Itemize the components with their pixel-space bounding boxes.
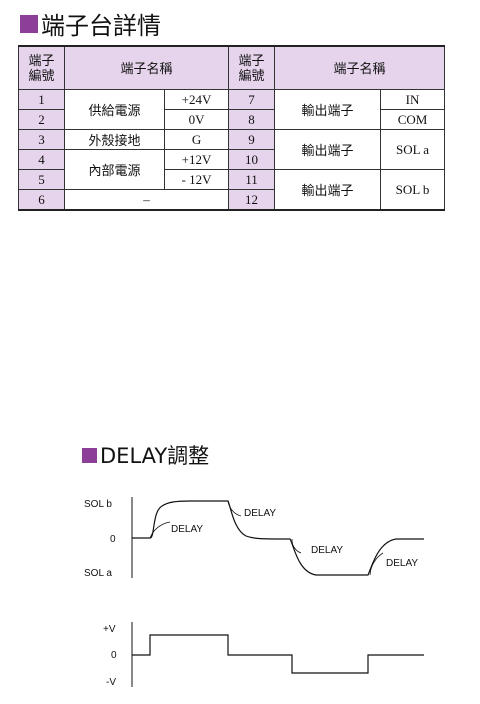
terminal-group: 外殼接地 [64,129,165,150]
delay-arc-marker [369,552,384,576]
header-terminal-name-left: 端子名稱 [63,45,230,90]
delay-arc-marker [227,500,242,517]
axis-label-sol-b: SOL b [84,499,112,510]
terminal-group: 供給電源 [64,89,165,130]
terminal-no: 10 [228,149,276,170]
terminal-group: 輸出端子 [274,129,382,170]
terminal-no: 7 [228,89,276,110]
terminal-no: 2 [18,109,65,130]
delay-label: DELAY [386,558,418,569]
terminal-no: 11 [228,169,276,190]
terminal-value: IN [380,89,446,110]
terminal-value: - 12V [163,169,230,190]
axis-label-zero-lower: 0 [111,650,117,661]
header-terminal-no-right: 端子 編號 [228,45,276,90]
delay-timing-diagram: SOL b 0 SOL a DELAY DELAY DELAY DELAY +V… [84,497,424,688]
terminal-no: 6 [18,189,65,211]
terminal-value: +24V [163,89,230,110]
delay-arc-marker [291,538,302,554]
terminal-value: +12V [163,149,230,170]
section-title-text: DELAY調整 [100,444,210,468]
table-row: 5 - 12V 11 輸出端子 SOL b [18,169,446,211]
header-terminal-name-right: 端子名稱 [274,45,446,90]
terminal-empty-dash: – [63,189,230,211]
axis-label-sol-a: SOL a [84,568,112,579]
table-header-row: 端子 編號 端子名稱 端子 編號 端子名稱 [18,45,446,90]
terminal-value: SOL b [380,169,446,211]
terminal-value: SOL a [380,129,446,170]
table-row: 2 0V 8 COM [18,109,446,130]
axis-label-plus-v: +V [103,624,116,635]
terminal-group: 輸出端子 [274,89,382,130]
axis-label-zero-upper: 0 [110,534,116,545]
terminal-value: 0V [163,109,230,130]
purple-square-icon [82,447,97,463]
section-title-terminal: 端子台詳情 [20,6,161,41]
section-title-text: 端子台詳情 [41,12,161,40]
terminal-no: 4 [18,149,65,170]
terminal-group: 輸出端子 [274,169,382,211]
terminal-no: 5 [18,169,65,190]
table-row: 3 外殼接地 G 9 輸出端子 SOL a [18,129,446,170]
terminal-table: 端子 編號 端子名稱 端子 編號 端子名稱 1 供給電源 +24V 7 輸出端子… [18,45,446,211]
output-response-curve [132,500,424,576]
table-row: 1 供給電源 +24V 7 輸出端子 IN [18,89,446,130]
terminal-no: 8 [228,109,276,130]
terminal-no: 1 [18,89,65,110]
table-row: 6 – 12 [18,189,445,211]
header-terminal-no-left: 端子 編號 [18,45,65,90]
terminal-no: 3 [18,129,65,150]
axis-label-minus-v: -V [106,677,116,688]
delay-label: DELAY [311,545,343,556]
terminal-no: 12 [228,189,276,211]
table-row: 4 內部電源 +12V 10 [18,149,445,190]
section-title-delay: DELAY調整 [82,440,209,470]
terminal-no: 9 [228,129,276,150]
terminal-group: 內部電源 [64,149,165,190]
delay-label: DELAY [171,524,203,535]
delay-label: DELAY [244,508,276,519]
delay-arc-marker [149,521,171,539]
input-step-signal [132,634,424,674]
terminal-value: G [163,129,230,150]
purple-square-icon [20,14,38,33]
terminal-value: COM [380,109,446,130]
